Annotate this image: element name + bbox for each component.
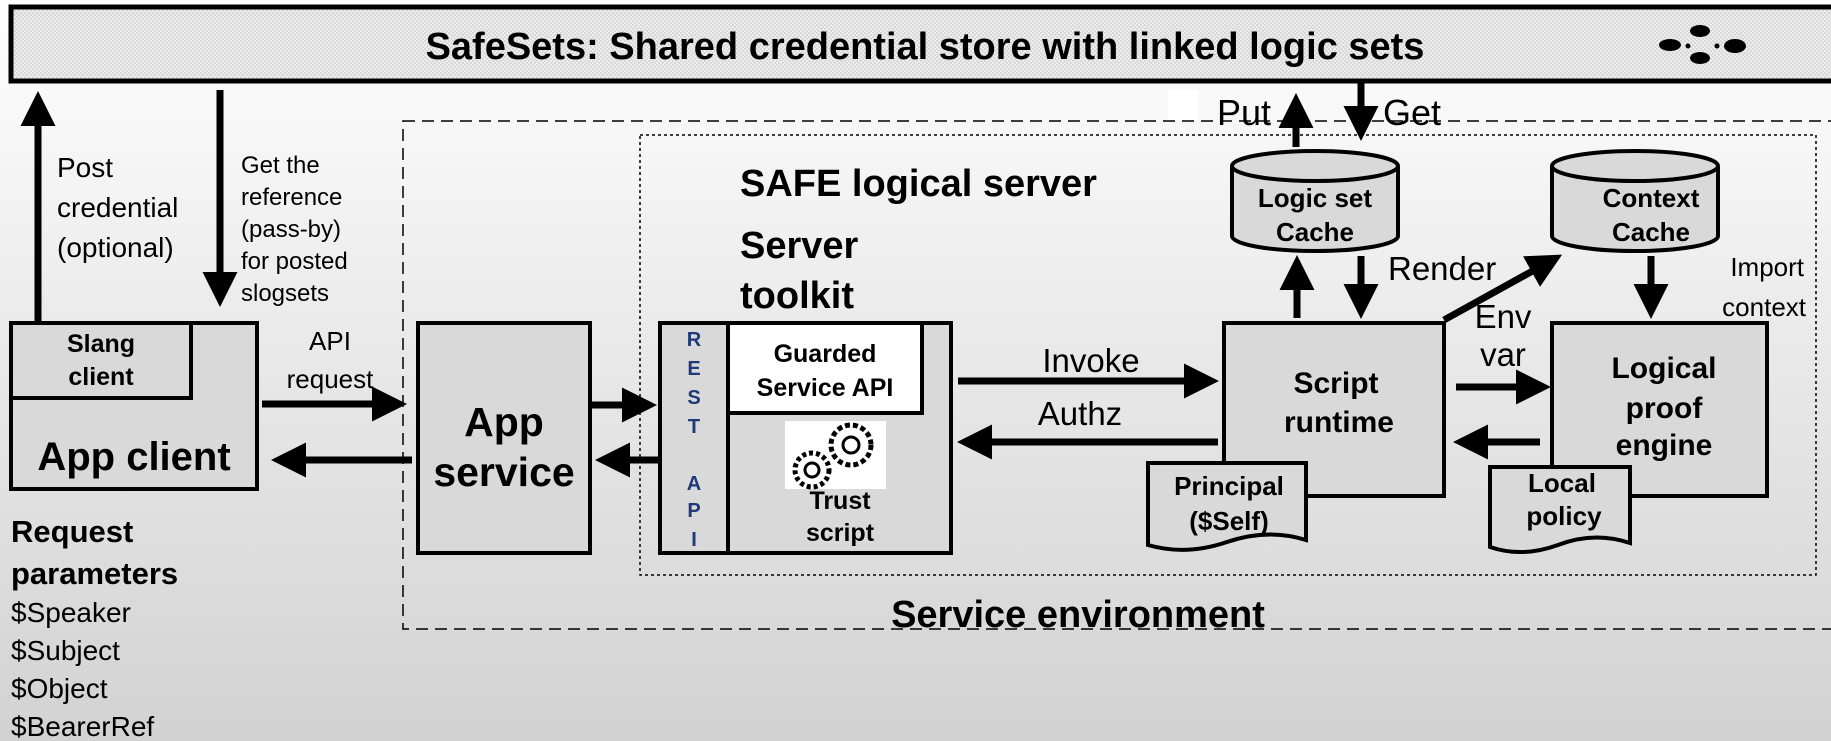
svg-text:Logical: Logical (1611, 352, 1716, 385)
slang-client-box (9, 321, 193, 400)
banner-title: SafeSets: Shared credential store with l… (426, 26, 1425, 68)
svg-text:Cache: Cache (1612, 217, 1690, 247)
server-toolkit-line2: toolkit (740, 275, 854, 317)
svg-text:Context: Context (1603, 183, 1700, 213)
rest-api-bar (658, 321, 730, 555)
svg-text:Logic set: Logic set (1258, 183, 1372, 213)
authz-label: Authz (1038, 395, 1122, 432)
env-var-label: Env (1475, 298, 1532, 335)
svg-text:A: A (687, 473, 701, 495)
trust-script-label: Trust (809, 487, 871, 515)
svg-text:$Speaker: $Speaker (11, 597, 131, 628)
get-label: Get (1383, 92, 1441, 133)
guarded-service-api-box (726, 321, 924, 415)
render-label: Render (1388, 250, 1496, 287)
svg-text:slogsets: slogsets (241, 280, 329, 307)
svg-text:policy: policy (1526, 501, 1602, 531)
network-icon (1659, 25, 1746, 64)
svg-text:Get the: Get the (241, 152, 320, 179)
svg-text:context: context (1722, 292, 1807, 322)
svg-text:reference: reference (241, 184, 342, 211)
svg-text:($Self): ($Self) (1189, 506, 1268, 536)
svg-text:Post: Post (57, 152, 113, 183)
svg-text:Local: Local (1528, 468, 1596, 498)
api-request-label: API (309, 326, 351, 356)
svg-text:$Object: $Object (11, 673, 108, 704)
safe-server-title: SAFE logical server (740, 163, 1097, 205)
svg-text:(pass-by): (pass-by) (241, 216, 341, 243)
svg-text:runtime: runtime (1284, 406, 1394, 439)
svg-text:request: request (287, 364, 374, 394)
put-label: Put (1217, 92, 1271, 133)
svg-text:var: var (1480, 336, 1526, 373)
server-toolkit-line1: Server (740, 225, 859, 267)
post-credential-label: Post credential (optional) (57, 152, 178, 263)
svg-text:client: client (68, 363, 134, 391)
server-toolkit-box: R E S T A P I Guarded Service API Trust … (658, 321, 953, 555)
svg-text:Script: Script (1293, 367, 1378, 400)
render-arrow (1442, 254, 1563, 324)
safesets-banner: SafeSets: Shared credential store with l… (8, 4, 1831, 84)
svg-text:App: App (464, 399, 544, 445)
logical-proof-engine-box: Logical proof engine (1550, 321, 1769, 498)
invoke-label: Invoke (1042, 342, 1139, 379)
svg-text:Service API: Service API (757, 374, 894, 402)
app-service-box: App service (416, 321, 592, 555)
logic-set-cache: Logic set Cache (1230, 149, 1400, 253)
svg-text:S: S (687, 387, 700, 409)
svg-text:parameters: parameters (11, 556, 178, 591)
service-environment-boundary (402, 120, 1831, 630)
app-client-box: Slang client App client (9, 321, 259, 491)
get-reference-label: Get the reference (pass-by) for posted s… (241, 152, 348, 307)
svg-text:credential: credential (57, 192, 178, 223)
service-environment-label: Service environment (891, 594, 1265, 636)
svg-text:service: service (433, 449, 574, 495)
svg-text:script: script (806, 519, 875, 547)
svg-text:Cache: Cache (1276, 217, 1354, 247)
svg-text:P: P (687, 500, 700, 522)
svg-text:proof: proof (1626, 392, 1704, 425)
principal-doc: Principal ($Self) (1146, 461, 1308, 552)
context-cache: Context Cache (1550, 149, 1720, 253)
request-parameters: Request parameters $Speaker $Subject $Ob… (11, 514, 178, 741)
svg-text:Guarded: Guarded (774, 340, 877, 368)
svg-text:Request: Request (11, 514, 133, 549)
svg-text:T: T (688, 416, 700, 438)
import-context-label: Import (1730, 252, 1804, 282)
svg-text:I: I (691, 529, 697, 551)
svg-text:R: R (687, 329, 702, 351)
safe-server-boundary (639, 134, 1817, 576)
svg-text:(optional): (optional) (57, 232, 174, 263)
svg-text:engine: engine (1616, 429, 1713, 462)
svg-text:for posted: for posted (241, 248, 348, 275)
slang-client-label: Slang (67, 330, 135, 358)
local-policy-doc: Local policy (1488, 465, 1632, 555)
svg-text:$BearerRef: $BearerRef (11, 711, 154, 741)
svg-text:E: E (687, 358, 700, 380)
app-client-label: App client (37, 435, 230, 479)
gears-icon (785, 421, 886, 490)
svg-text:$Subject: $Subject (11, 635, 120, 666)
svg-text:Principal: Principal (1174, 471, 1284, 501)
